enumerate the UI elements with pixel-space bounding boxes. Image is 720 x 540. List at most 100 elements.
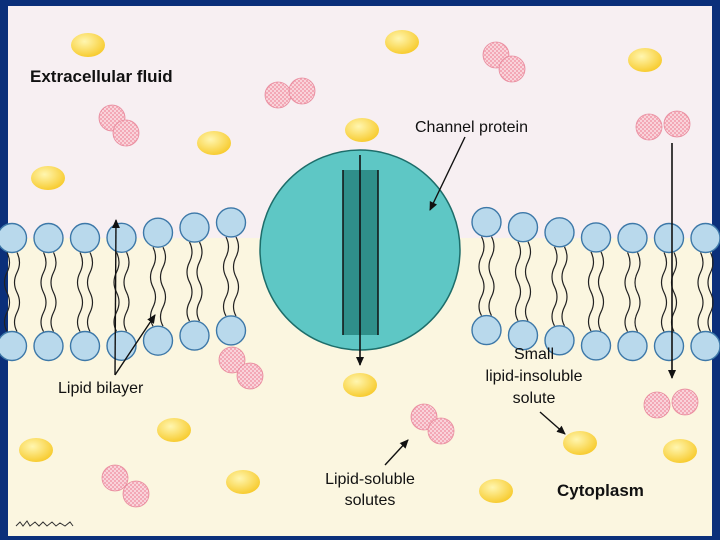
pink-solute-icon bbox=[288, 77, 316, 105]
lipid-soluble-pointer bbox=[384, 439, 409, 466]
yellow-solute-icon bbox=[19, 438, 53, 462]
yellow-solute-icon bbox=[479, 479, 513, 503]
channel-protein-pointer bbox=[429, 136, 466, 211]
yellow-solute-icon bbox=[563, 431, 597, 455]
pink-solute-icon bbox=[264, 81, 292, 109]
lipid-tail bbox=[149, 246, 157, 327]
extracellular-fluid-label: Extracellular fluid bbox=[30, 67, 173, 86]
lipid-tail bbox=[597, 251, 605, 332]
lipid-tail bbox=[697, 252, 704, 332]
lipid-tail bbox=[13, 252, 21, 332]
lipid-bilayer-label: Lipid bilayer bbox=[58, 380, 144, 397]
lipid-tail bbox=[3, 252, 11, 332]
lipid-head-icon bbox=[544, 325, 575, 356]
small-solute-label-line3: solute bbox=[513, 390, 556, 407]
lipid-tail bbox=[159, 246, 167, 327]
lipid-head-icon bbox=[544, 217, 575, 248]
lipid-head-icon bbox=[215, 315, 247, 346]
lipid-soluble-label-line1: Lipid-soluble bbox=[325, 471, 415, 488]
yellow-solute-icon bbox=[343, 373, 377, 397]
lipid-head-icon bbox=[507, 320, 539, 351]
pink-solute-icon bbox=[218, 346, 246, 374]
yellow-solute-icon bbox=[345, 118, 379, 142]
small-solute-pointer bbox=[539, 411, 566, 435]
lipid-tail bbox=[86, 252, 94, 332]
lipid-tail bbox=[551, 246, 558, 327]
lipid-tail bbox=[186, 241, 193, 322]
pink-solute-icon bbox=[101, 464, 129, 492]
lipid-tail bbox=[76, 252, 84, 332]
pink-solute-icon bbox=[122, 480, 150, 508]
lipid-head-icon bbox=[507, 212, 539, 243]
yellow-solute-icon bbox=[628, 48, 662, 72]
yellow-solute-icon bbox=[197, 131, 231, 155]
lipid-head-icon bbox=[69, 222, 101, 254]
lipid-head-icon bbox=[617, 330, 648, 362]
lipid-head-icon bbox=[142, 217, 174, 248]
lipid-head-icon bbox=[106, 222, 137, 253]
lipid-head-icon bbox=[471, 314, 502, 346]
lipid-tail bbox=[524, 241, 532, 322]
lipid-tail bbox=[123, 252, 130, 332]
lipid-tail bbox=[634, 252, 641, 332]
lipid-tail bbox=[488, 236, 495, 316]
lipid-head-icon bbox=[106, 330, 137, 361]
lipid-head-icon bbox=[179, 320, 210, 351]
lipid-head-icon bbox=[690, 222, 720, 254]
lipid-bilayer-pointer-upper bbox=[111, 219, 120, 376]
yellow-solute-icon bbox=[385, 30, 419, 54]
lipid-tail bbox=[707, 252, 714, 332]
lipid-tail bbox=[514, 241, 522, 322]
pink-solute-icon bbox=[643, 391, 671, 419]
lipid-tail bbox=[624, 252, 631, 332]
channel-protein-label: Channel protein bbox=[415, 119, 528, 136]
pink-solute-icon bbox=[663, 110, 691, 138]
lipid-head-icon bbox=[0, 330, 28, 362]
lipid-tail bbox=[113, 252, 120, 332]
lipid-tail bbox=[561, 246, 568, 327]
lipid-head-icon bbox=[142, 325, 174, 356]
pink-solute-icon bbox=[427, 417, 455, 445]
pink-solute-icon bbox=[671, 388, 699, 416]
lipid-heads bbox=[0, 206, 720, 362]
yellow-solute-icon bbox=[71, 33, 105, 57]
lipid-head-icon bbox=[33, 222, 64, 254]
lipid-tail bbox=[587, 251, 595, 332]
lipid-head-icon bbox=[33, 330, 64, 362]
lipid-tail bbox=[196, 241, 203, 322]
lipid-head-icon bbox=[215, 207, 247, 238]
lipid-head-icon bbox=[69, 330, 101, 362]
yellow-solute-icon bbox=[157, 418, 191, 442]
yellow-solute-icon bbox=[226, 470, 260, 494]
lipid-head-icon bbox=[653, 222, 685, 254]
lipid-tail bbox=[222, 236, 230, 317]
yellow-solute-icon bbox=[31, 166, 65, 190]
small-solute-label-line1: Small bbox=[514, 346, 554, 363]
lipid-tail bbox=[478, 236, 485, 316]
lipid-head-icon bbox=[690, 330, 720, 362]
lipid-head-icon bbox=[580, 330, 612, 361]
lipid-tail bbox=[50, 252, 57, 332]
lipid-tail bbox=[660, 252, 668, 332]
lipid-soluble-label-line2: solutes bbox=[345, 492, 396, 509]
lipid-tails bbox=[3, 236, 714, 332]
lipid-head-icon bbox=[179, 212, 210, 243]
lipid-head-icon bbox=[0, 222, 28, 254]
lipid-head-icon bbox=[653, 330, 685, 362]
lipid-bilayer-pointer-lower bbox=[114, 314, 156, 376]
pink-solute-icon bbox=[112, 119, 140, 147]
lipid-head-icon bbox=[617, 222, 648, 254]
signature-mark bbox=[15, 520, 74, 527]
pink-solute-icon bbox=[635, 113, 663, 141]
pink-solute-icon bbox=[236, 362, 264, 390]
lipid-head-icon bbox=[471, 206, 502, 238]
yellow-solute-icon bbox=[663, 439, 697, 463]
lipid-tail bbox=[40, 252, 47, 332]
solutes bbox=[19, 30, 699, 508]
cytoplasm-label: Cytoplasm bbox=[557, 481, 644, 500]
lipid-tail bbox=[232, 236, 240, 317]
lipid-head-icon bbox=[580, 222, 612, 253]
pink-solute-icon bbox=[498, 55, 526, 83]
arrows bbox=[111, 136, 676, 466]
